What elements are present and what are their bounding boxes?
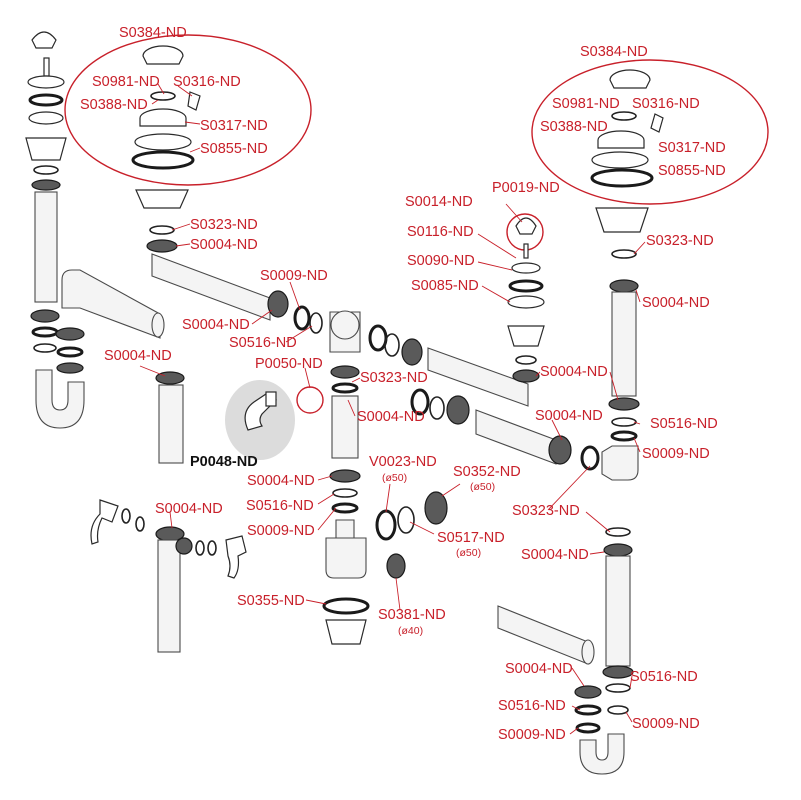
label-v0023: V0023-ND <box>369 454 437 470</box>
label-s0004-d: S0004-ND <box>357 409 425 425</box>
label-s0855-left: S0855-ND <box>200 141 268 157</box>
center-right-strainer <box>507 217 545 383</box>
label-s0004-k: S0004-ND <box>505 661 573 677</box>
label-s0323-c: S0323-ND <box>646 233 714 249</box>
label-s0004-e: S0004-ND <box>642 295 710 311</box>
label-s0516-d: S0516-ND <box>630 669 698 685</box>
right-sink-outlet <box>595 207 649 481</box>
left-sink-outlet <box>135 189 323 334</box>
label-s0388-right: S0388-ND <box>540 119 608 135</box>
label-s0116: S0116-ND <box>407 224 474 240</box>
label-s0004-a: S0004-ND <box>190 237 258 253</box>
label-s0381-size: (ø40) <box>398 625 423 637</box>
label-s0316-right: S0316-ND <box>632 96 700 112</box>
left-strainer-parts <box>131 45 201 170</box>
label-s0323-a: S0323-ND <box>190 217 258 233</box>
label-s0009-d: S0009-ND <box>632 716 700 732</box>
label-s0004-b: S0004-ND <box>182 317 250 333</box>
label-s0004-f: S0004-ND <box>540 364 608 380</box>
label-p0048: P0048-ND <box>190 454 258 470</box>
p0048-elbow <box>244 391 277 431</box>
label-s0388-left: S0388-ND <box>80 97 148 113</box>
label-s0516-b: S0516-ND <box>650 416 718 432</box>
label-s0355: S0355-ND <box>237 593 305 609</box>
label-s0981-left: S0981-ND <box>92 74 160 90</box>
label-s0855-right: S0855-ND <box>658 163 726 179</box>
center-bottle-trap <box>322 469 448 645</box>
label-s0384-left: S0384-ND <box>119 25 187 41</box>
label-s0004-i: S0004-ND <box>155 501 223 517</box>
highlight-circle-p0050 <box>296 386 324 414</box>
highlight-ellipse-left <box>64 34 312 186</box>
label-s0009-a: S0009-ND <box>260 268 328 284</box>
label-s0384-right: S0384-ND <box>580 44 648 60</box>
label-s0014: S0014-ND <box>405 194 473 210</box>
label-s0004-g: S0004-ND <box>535 408 603 424</box>
label-s0981-right: S0981-ND <box>552 96 620 112</box>
label-s0004-c: S0004-ND <box>104 348 172 364</box>
label-s0316-left: S0316-ND <box>173 74 241 90</box>
label-s0009-b: S0009-ND <box>642 446 710 462</box>
part-labels: S0384-ND S0981-ND S0316-ND S0388-ND S031… <box>80 25 726 743</box>
label-s0517: S0517-ND <box>437 530 505 546</box>
label-s0352-size: (ø50) <box>470 481 495 493</box>
label-p0019: P0019-ND <box>492 180 560 196</box>
label-s0009-c: S0009-ND <box>247 523 315 539</box>
label-s0009-e: S0009-ND <box>498 727 566 743</box>
leader-lines <box>139 83 646 735</box>
label-s0090: S0090-ND <box>407 253 475 269</box>
label-s0085: S0085-ND <box>411 278 479 294</box>
label-s0004-j: S0004-ND <box>521 547 589 563</box>
label-s0516-e: S0516-ND <box>498 698 566 714</box>
lower-left-hoses <box>90 499 247 653</box>
label-p0050: P0050-ND <box>255 356 323 372</box>
label-s0516-a: S0516-ND <box>229 335 297 351</box>
label-v0023-size: (ø50) <box>382 472 407 484</box>
label-s0004-h: S0004-ND <box>247 473 315 489</box>
center-tee <box>329 310 529 459</box>
label-s0323-b: S0323-ND <box>360 370 428 386</box>
label-s0516-c: S0516-ND <box>246 498 314 514</box>
right-strainer-parts <box>590 69 664 188</box>
label-s0317-right: S0317-ND <box>658 140 726 156</box>
right-horizontal-pipe <box>475 409 600 471</box>
label-s0323-d: S0323-ND <box>512 503 580 519</box>
left-column-parts <box>25 31 165 429</box>
free-pipe-section <box>155 371 185 464</box>
highlight-ellipse-right <box>531 59 769 205</box>
label-s0381: S0381-ND <box>378 607 446 623</box>
label-s0317-left: S0317-ND <box>200 118 268 134</box>
label-s0517-size: (ø50) <box>456 547 481 559</box>
bottom-right-trap <box>497 527 634 775</box>
label-s0352: S0352-ND <box>453 464 521 480</box>
